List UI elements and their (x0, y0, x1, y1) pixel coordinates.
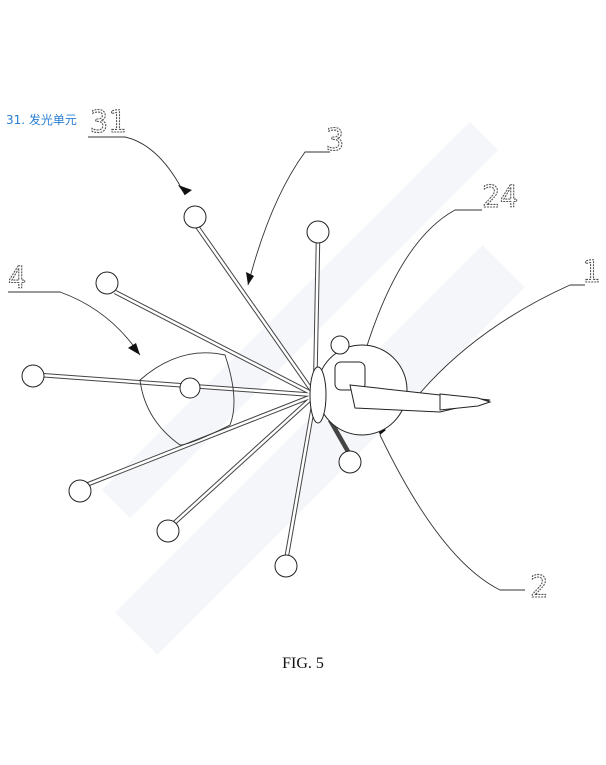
label-31: 31 (90, 105, 126, 140)
lamps (21, 205, 362, 578)
figure-caption: FIG. 5 (282, 655, 324, 672)
frame (139, 352, 235, 446)
watermark (102, 122, 526, 656)
label-2: 2 (530, 570, 548, 605)
label-24: 24 (482, 180, 518, 215)
annotation-label: 31. 发光单元 (6, 113, 77, 127)
label-1: 1 (582, 255, 600, 290)
label-3: 3 (326, 123, 344, 158)
label-4: 4 (8, 261, 26, 296)
